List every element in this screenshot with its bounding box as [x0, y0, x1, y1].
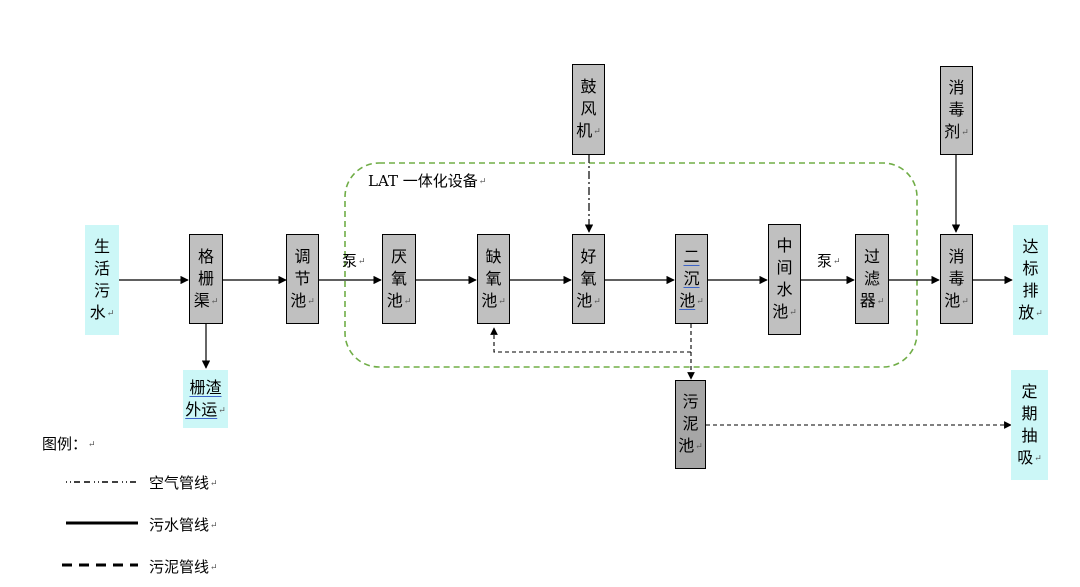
blower: 鼓 风 机↵: [572, 64, 605, 155]
sludge-tank: 污 泥 池↵: [675, 380, 706, 469]
anoxic-tank: 缺 氧 池↵: [477, 234, 510, 324]
disinfectant: 消 毒 剂↵: [940, 66, 973, 155]
periodic-pumpout: 定 期 抽 吸↵: [1011, 370, 1048, 480]
pump-label-2: 泵↵: [817, 252, 841, 270]
equalization-tank: 调 节 池↵: [286, 234, 319, 324]
lat-equipment-label: LAT 一体化设备↵: [368, 172, 487, 190]
grille-channel: 格 栅 渠↵: [189, 234, 223, 324]
aerobic-tank: 好 氧 池↵: [572, 234, 605, 324]
screenings-removal: 栅渣 外运↵: [183, 370, 228, 428]
secondary-clarifier: 二 沉 池↵: [675, 234, 708, 324]
legend-air-label: 空气管线↵: [149, 474, 218, 492]
sewage-flow: [119, 155, 1013, 369]
legend-title: 图例：↵: [42, 435, 96, 453]
filter: 过 滤 器↵: [855, 234, 889, 324]
legend-sewage-label: 污水管线↵: [149, 516, 218, 534]
compliant-discharge: 达 标 排 放↵: [1013, 225, 1048, 335]
sludge-flow: [490, 324, 1012, 429]
disinfection-tank: 消 毒 池↵: [940, 234, 973, 324]
lat-boundary: [344, 162, 918, 368]
pump-label-1: 泵↵: [342, 252, 366, 270]
legend-sludge-label: 污泥管线↵: [149, 558, 218, 576]
source-domestic-sewage: 生 活 污 水↵: [85, 225, 119, 335]
intermediate-water-tank: 中 间 水 池↵: [768, 224, 801, 335]
anaerobic-tank: 厌 氧 池↵: [382, 234, 416, 324]
